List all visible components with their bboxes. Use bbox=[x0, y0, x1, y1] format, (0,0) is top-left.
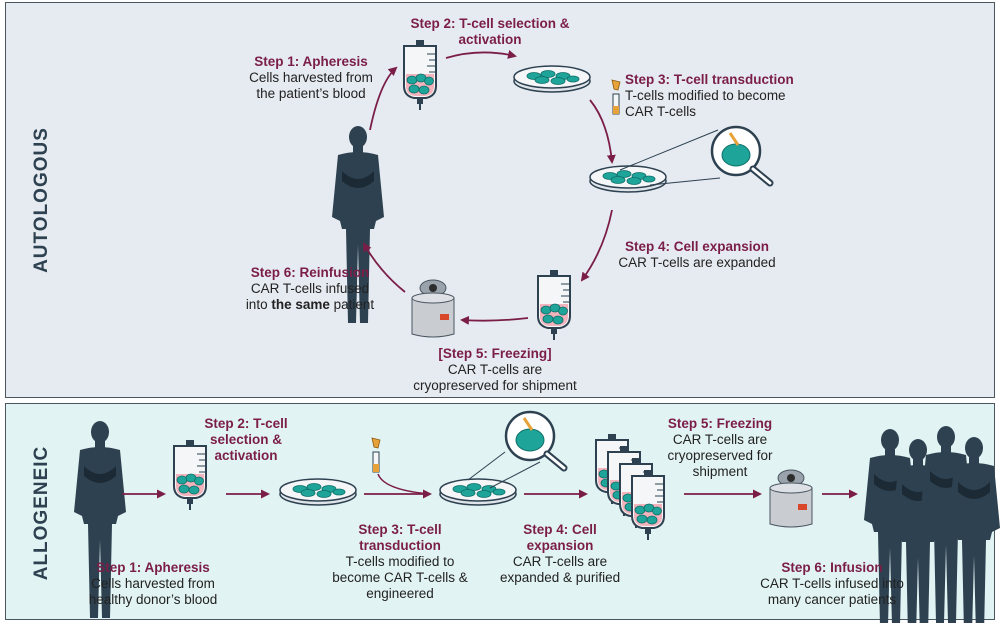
petri-dish-icon bbox=[513, 65, 591, 93]
allo-step2-title2: selection & bbox=[209, 432, 283, 447]
allo-step3-title2: transduction bbox=[359, 538, 441, 553]
auto-step1-text: Step 1: Apheresis Cells harvested from t… bbox=[246, 54, 376, 102]
magnifier-icon bbox=[506, 412, 564, 468]
allo-step2-title1: Step 2: T-cell bbox=[204, 416, 288, 431]
allo-step3-title1: Step 3: T-cell bbox=[358, 522, 442, 537]
auto-step6-desc2-post: patient bbox=[329, 297, 375, 312]
allo-step3-text: Step 3: T-cell transduction T-cells modi… bbox=[330, 522, 470, 602]
magnifier-icon bbox=[712, 127, 770, 183]
auto-step4-text: Step 4: Cell expansion CAR T-cells are e… bbox=[612, 239, 782, 271]
allo-step3-desc1: T-cells modified to bbox=[345, 554, 455, 569]
allo-step1-title: Step 1: Apheresis bbox=[96, 560, 210, 575]
auto-step5-title: [Step 5: Freezing] bbox=[438, 346, 552, 361]
auto-step6-desc2: into the same patient bbox=[240, 297, 380, 313]
allogeneic-label: ALLOGENEIC bbox=[31, 445, 52, 581]
vector-tube-icon bbox=[611, 79, 621, 115]
auto-step5-desc2: cryopreserved for shipment bbox=[413, 378, 577, 393]
auto-step3-text: Step 3: T-cell transduction T-cells modi… bbox=[625, 72, 794, 120]
auto-step6-text: Step 6: Reinfusion CAR T-cells infused i… bbox=[240, 265, 380, 313]
vector-tube-icon bbox=[371, 437, 381, 473]
allo-step4-desc1: CAR T-cells are bbox=[512, 554, 608, 569]
allo-step4-title2: expansion bbox=[526, 538, 594, 553]
auto-step2-title2: activation bbox=[458, 32, 522, 47]
allo-step4-title1: Step 4: Cell bbox=[523, 522, 597, 537]
auto-step3-desc2: CAR T-cells bbox=[625, 104, 697, 119]
allo-step4-desc2: expanded & purified bbox=[500, 570, 621, 585]
auto-step6-title: Step 6: Reinfusion bbox=[250, 265, 370, 280]
petri-dish-transduction-icon bbox=[439, 478, 517, 506]
auto-step4-title: Step 4: Cell expansion bbox=[624, 239, 770, 254]
auto-step4-desc1: CAR T-cells are expanded bbox=[618, 255, 776, 270]
allo-step6-title: Step 6: Infusion bbox=[781, 560, 883, 575]
allogeneic-panel bbox=[5, 403, 995, 620]
auto-step2-title1: Step 2: T-cell selection & bbox=[410, 16, 570, 31]
iv-bag-expanded-icon bbox=[537, 269, 571, 341]
auto-step1-desc2: the patient’s blood bbox=[256, 86, 366, 101]
petri-dish-icon bbox=[279, 478, 357, 506]
iv-bag-icon bbox=[403, 39, 437, 111]
allo-step6-text: Step 6: Infusion CAR T-cells infused int… bbox=[752, 560, 912, 608]
allo-step6-desc2: many cancer patients bbox=[767, 592, 897, 607]
auto-step5-desc1: CAR T-cells are bbox=[447, 362, 543, 377]
allo-step5-text: Step 5: Freezing CAR T-cells are cryopre… bbox=[660, 416, 780, 480]
auto-step1-desc1: Cells harvested from bbox=[249, 70, 373, 85]
allo-step5-desc2: cryopreserved for bbox=[667, 448, 773, 463]
auto-step2-text: Step 2: T-cell selection & activation bbox=[400, 16, 580, 48]
auto-step1-title: Step 1: Apheresis bbox=[254, 54, 368, 69]
allo-step1-text: Step 1: Apheresis Cells harvested from h… bbox=[78, 560, 228, 608]
allo-step5-title: Step 5: Freezing bbox=[667, 416, 773, 431]
allo-step3-desc2: become CAR T-cells & bbox=[332, 570, 468, 585]
allo-step1-desc2: healthy donor’s blood bbox=[88, 592, 218, 607]
allo-step4-text: Step 4: Cell expansion CAR T-cells are e… bbox=[500, 522, 620, 586]
auto-step3-desc1: T-cells modified to become bbox=[625, 88, 786, 103]
auto-step3-title: Step 3: T-cell transduction bbox=[625, 72, 794, 87]
allo-step3-desc3: engineered bbox=[366, 586, 434, 601]
allo-step2-text: Step 2: T-cell selection & activation bbox=[196, 416, 296, 464]
allo-step2-title3: activation bbox=[214, 448, 278, 463]
auto-step6-desc2-pre: into bbox=[245, 297, 272, 312]
auto-step5-text: [Step 5: Freezing] CAR T-cells are cryop… bbox=[400, 346, 590, 394]
autologous-label: AUTOLOGOUS bbox=[31, 127, 52, 273]
allo-step5-desc3: shipment bbox=[692, 464, 748, 479]
allo-step1-desc1: Cells harvested from bbox=[91, 576, 215, 591]
auto-step6-desc1: CAR T-cells infused bbox=[250, 281, 370, 296]
auto-step6-desc2-bold: the same bbox=[271, 297, 330, 312]
freezer-tank-icon bbox=[411, 279, 455, 338]
allo-step5-desc1: CAR T-cells are bbox=[672, 432, 768, 447]
petri-dish-transduction-icon bbox=[589, 165, 667, 193]
autologous-panel bbox=[5, 2, 995, 398]
allo-step6-desc1: CAR T-cells infused into bbox=[760, 576, 904, 591]
